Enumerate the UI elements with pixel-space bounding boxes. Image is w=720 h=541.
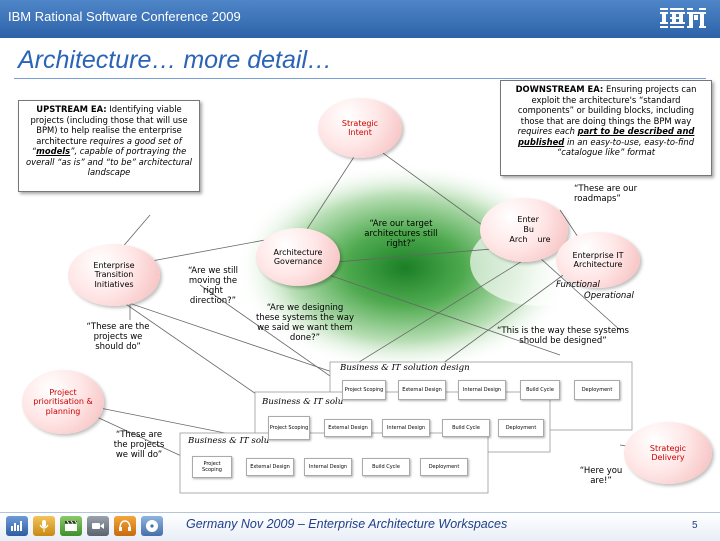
downstream-requirement: requires each: [517, 126, 575, 136]
row-label-2: Business & IT solu: [262, 397, 344, 407]
strategic-delivery-blob: Strategic Delivery: [624, 422, 712, 484]
transition-label: Enterprise Transition Initiatives: [93, 260, 135, 289]
strategic-delivery-label: Strategic Delivery: [649, 443, 687, 463]
upstream-emphasis: models: [36, 146, 71, 156]
connector-line: [329, 249, 541, 381]
functional-label: Functional: [556, 280, 600, 290]
upstream-label: UPSTREAM EA:: [36, 104, 107, 114]
upstream-requirement-end: ”, capable of portraying the overall “as…: [26, 146, 192, 177]
projects-we-should-do-note: “These are the projects we should do”: [86, 322, 150, 352]
cd-icon[interactable]: [141, 516, 163, 536]
stage-build-cycle: Build Cycle: [520, 380, 560, 400]
stage-project-scoping: Project Scoping: [342, 380, 386, 400]
stage-external-design: External Design: [398, 380, 446, 400]
header-bar: [0, 0, 720, 38]
here-you-are-note: “Here you are!”: [579, 466, 623, 486]
connector-line: [364, 139, 501, 239]
stage-project-scoping: Project Scoping: [268, 416, 310, 440]
designing-note: “Are we designing these systems the way …: [255, 303, 354, 343]
downstream-label: DOWNSTREAM EA:: [515, 84, 604, 94]
downstream-emphasis: part to be described and published: [517, 126, 695, 147]
upstream-requirement: requires a good set of “: [31, 135, 182, 157]
connector-line: [199, 284, 351, 391]
row-label-1: Business & IT solution design: [340, 363, 470, 373]
stage-deployment: Deployment: [420, 458, 468, 476]
stage-internal-design: Internal Design: [304, 458, 352, 476]
clapperboard-icon[interactable]: [60, 516, 82, 536]
strategic-intent-label: Strategic Intent: [341, 118, 379, 138]
stage-deployment: Deployment: [498, 419, 544, 437]
chart-icon[interactable]: [6, 516, 28, 536]
still-moving-note: “Are we still moving the right direction…: [187, 266, 239, 306]
row-label-3: Business & IT solu: [188, 436, 270, 446]
target-architectures-note: “Are our target architectures still righ…: [364, 219, 438, 249]
stage-internal-design: Internal Design: [382, 419, 430, 437]
downstream-ea-box: DOWNSTREAM EA: Ensuring projects can exp…: [500, 80, 712, 176]
microphone-icon[interactable]: [33, 516, 55, 536]
strategic-intent-blob: Strategic Intent: [318, 98, 402, 158]
title-divider: [14, 78, 706, 79]
footer-caption: Germany Nov 2009 – Enterprise Architectu…: [186, 517, 508, 531]
project-prioritisation-oval: Project prioritisation & planning: [22, 370, 104, 434]
stage-external-design: External Design: [246, 458, 294, 476]
stage-internal-design: Internal Design: [458, 380, 506, 400]
downstream-requirement-end: in an easy-to-use, easy-to-find “catalog…: [556, 136, 695, 158]
ibm-logo: [660, 8, 706, 28]
page-number: 5: [692, 520, 698, 531]
video-icon[interactable]: [87, 516, 109, 536]
stage-external-design: External Design: [324, 419, 372, 437]
architecture-governance-blob: Architecture Governance: [256, 228, 340, 286]
projects-we-will-do-note: “These are the projects we will do”: [113, 430, 165, 460]
enterprise-transition-initiatives-oval: Enterprise Transition Initiatives: [68, 244, 160, 306]
conference-title: IBM Rational Software Conference 2009: [8, 9, 241, 24]
slide-title: Architecture… more detail…: [18, 46, 333, 74]
stage-project-scoping: Project Scoping: [192, 456, 232, 478]
should-be-designed-note: “This is the way these systems should be…: [497, 326, 629, 346]
upstream-ea-box: UPSTREAM EA: Identifying viable projects…: [18, 100, 200, 192]
downstream-text: Ensuring projects can exploit the archit…: [517, 84, 697, 126]
eba-label-2: Bu: [523, 225, 534, 234]
operational-label: Operational: [584, 291, 634, 301]
enterprise-it-architecture-blob: Enterprise IT Architecture: [556, 232, 640, 288]
enterprise-it-architecture-label: Enterprise IT Architecture: [572, 250, 624, 270]
connector-line: [299, 264, 561, 356]
stage-build-cycle: Build Cycle: [442, 419, 490, 437]
roadmaps-note: “These are our roadmaps”: [574, 184, 638, 204]
headphones-icon[interactable]: [114, 516, 136, 536]
stage-build-cycle: Build Cycle: [362, 458, 410, 476]
prioritisation-label: Project prioritisation & planning: [33, 387, 93, 416]
architecture-governance-label: Architecture Governance: [273, 247, 323, 267]
upstream-text: Identifying viable projects (including t…: [30, 104, 188, 146]
eba-label-1: Enter: [517, 215, 539, 224]
stage-deployment: Deployment: [574, 380, 620, 400]
